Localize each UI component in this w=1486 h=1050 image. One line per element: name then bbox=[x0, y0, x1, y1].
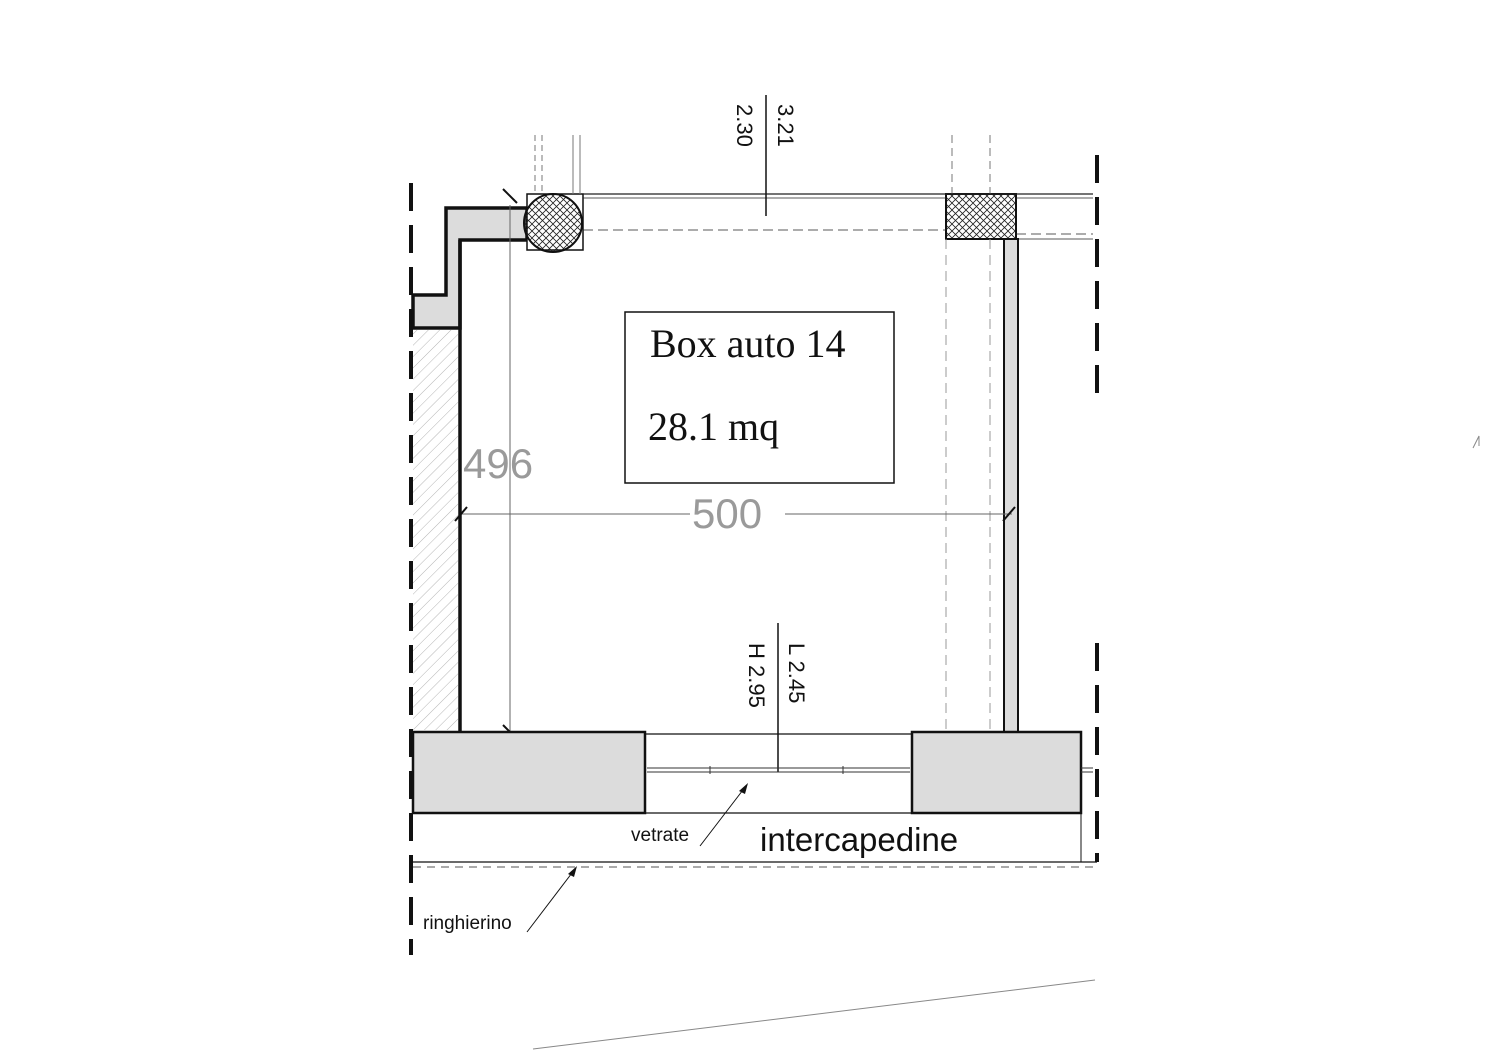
cavity-label: intercapedine bbox=[760, 821, 958, 858]
glazing-leader-arrow bbox=[739, 783, 748, 794]
room-label-box bbox=[624, 311, 895, 484]
glazing-leader bbox=[699, 785, 747, 847]
right-dashed-lines bbox=[945, 239, 991, 732]
round-column bbox=[523, 193, 583, 253]
railing-leader-arrow bbox=[568, 866, 577, 877]
bottom-wall-left bbox=[411, 730, 647, 815]
width-dimension-text: 500 bbox=[692, 490, 762, 537]
diagonal-line bbox=[532, 979, 1096, 1050]
width-tick-right bbox=[1002, 506, 1016, 522]
small-mark-icon bbox=[1472, 435, 1480, 449]
room-title: Box auto 14 bbox=[650, 321, 846, 366]
depth-dimension-text: 496 bbox=[463, 440, 533, 487]
width-tick-left bbox=[454, 506, 468, 522]
bottom-wall-right bbox=[910, 730, 1083, 815]
glazing-track bbox=[647, 766, 1093, 774]
square-column bbox=[945, 193, 1017, 240]
door-l-text: L 2.45 bbox=[784, 643, 809, 703]
room-area: 28.1 mq bbox=[648, 404, 779, 449]
top-opening-h-text: 2.30 bbox=[732, 104, 757, 147]
railing-leader bbox=[526, 868, 576, 933]
door-h-text: H 2.95 bbox=[744, 643, 769, 708]
top-track bbox=[583, 193, 1093, 240]
top-opening-l-text: 3.21 bbox=[773, 104, 798, 147]
railing-label: ringhierino bbox=[423, 913, 512, 934]
glazing-label: vetrate bbox=[631, 825, 689, 846]
upper-thin-lines bbox=[534, 135, 991, 194]
right-wall bbox=[1003, 238, 1019, 734]
depth-tick-top bbox=[502, 188, 518, 204]
left-wall-hatch bbox=[413, 330, 458, 730]
boundary-lines bbox=[409, 155, 1099, 955]
